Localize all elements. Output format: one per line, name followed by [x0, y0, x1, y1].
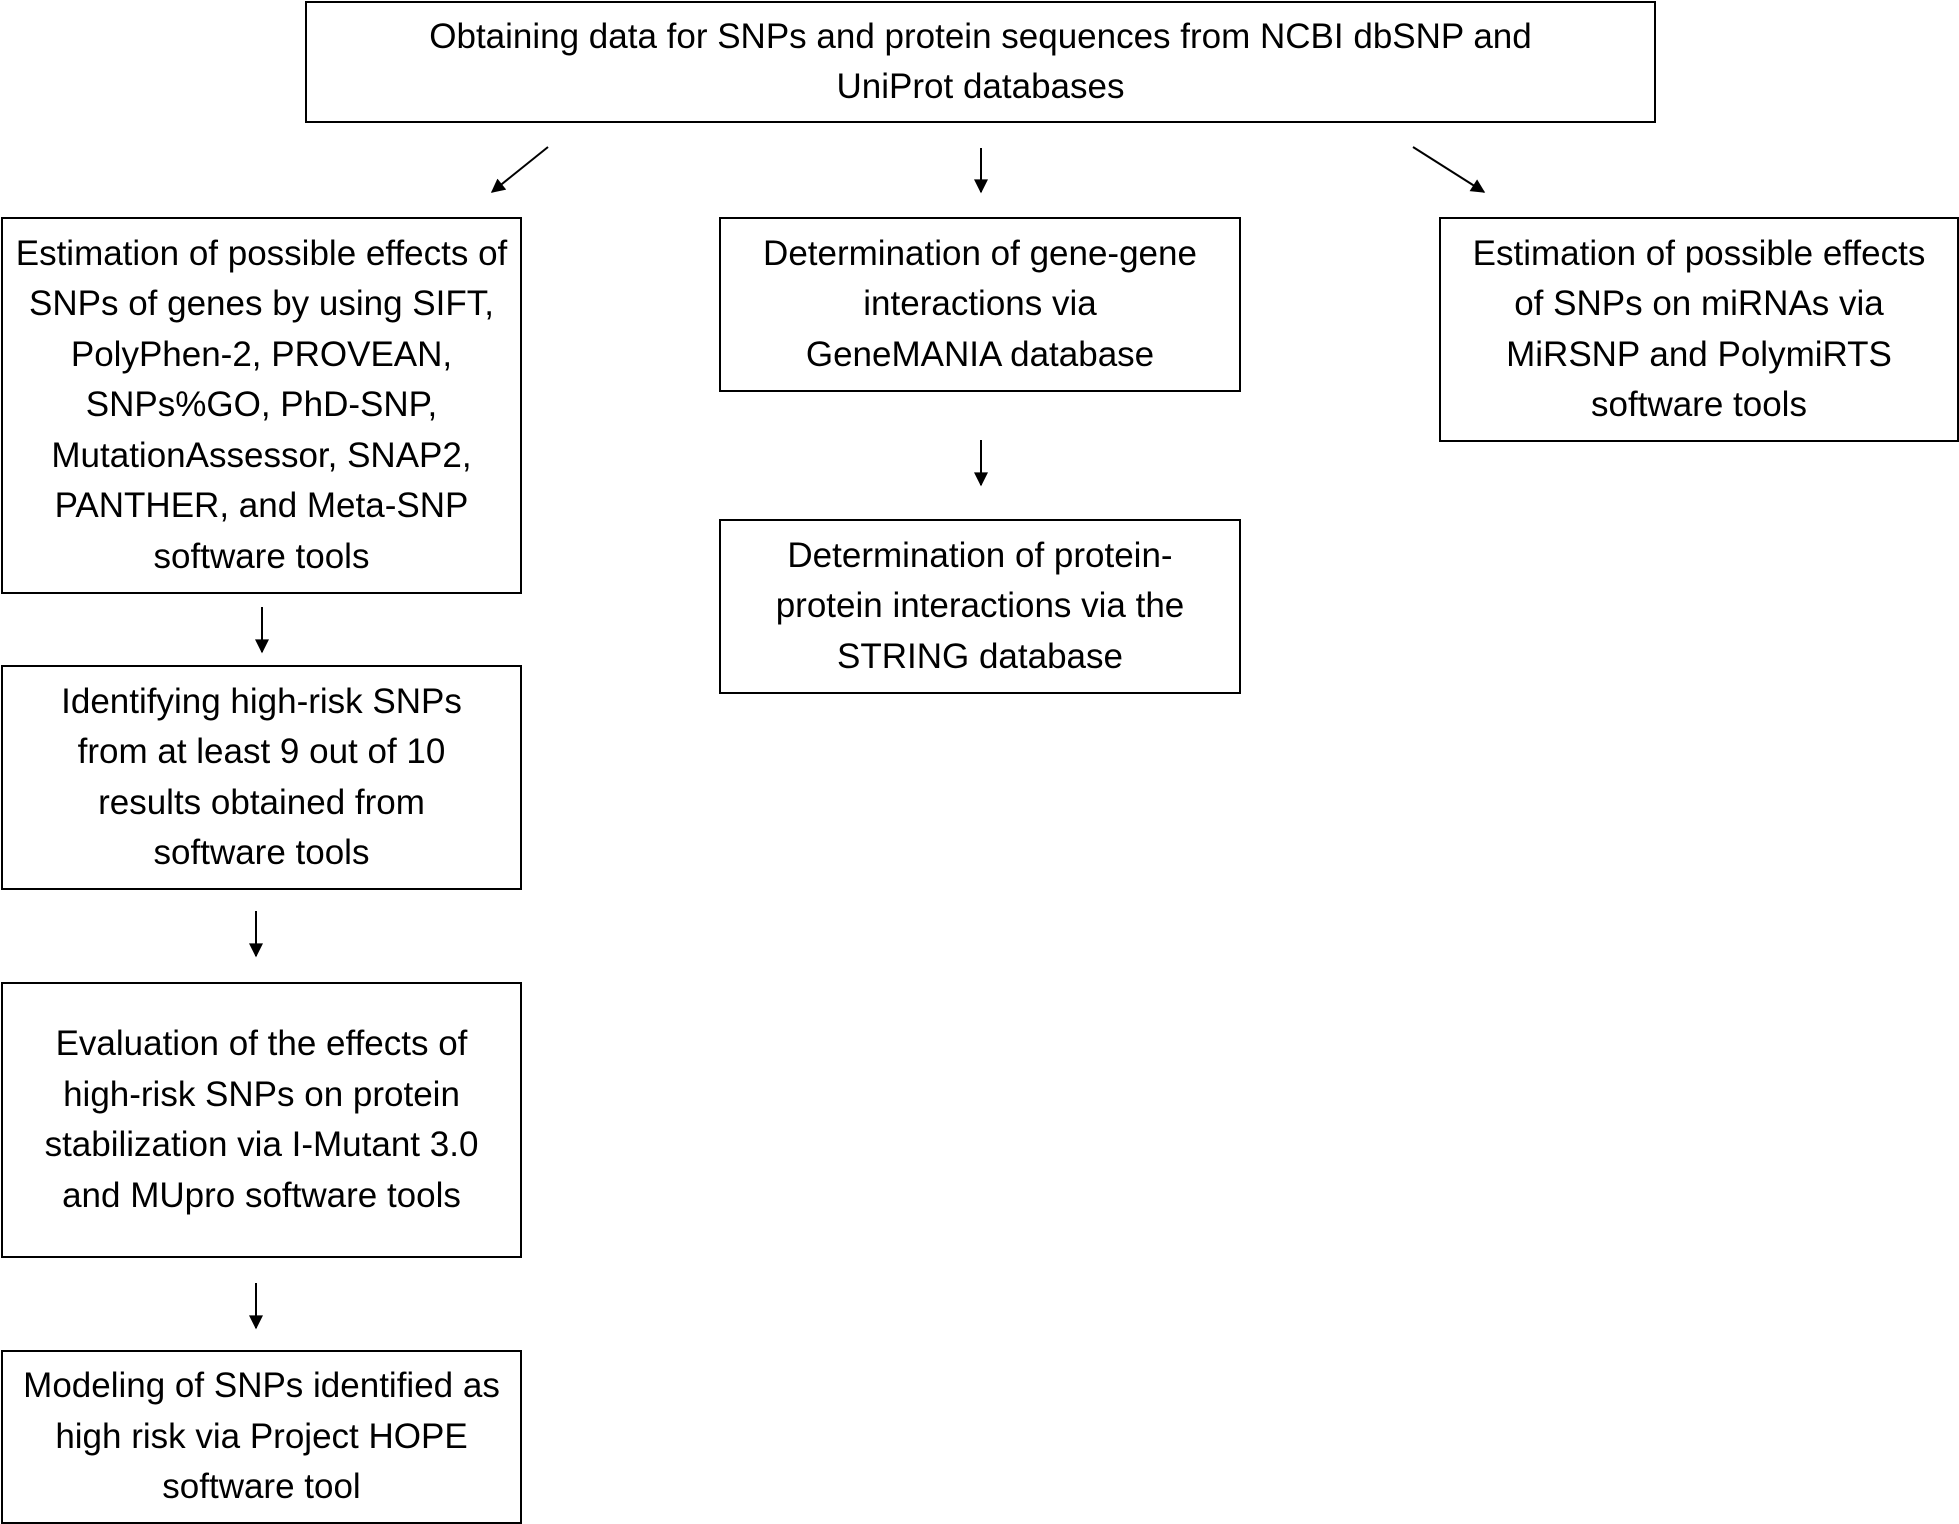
box-obtaining-data: Obtaining data for SNPs and protein sequ…: [305, 1, 1656, 123]
box-evaluation-stabilization: Evaluation of the effects of high-risk S…: [1, 982, 522, 1258]
box-identifying-high-risk-text: Identifying high-risk SNPs from at least…: [61, 681, 462, 873]
arrow-top-to-mirna: [1412, 146, 1486, 193]
box-gene-gene-interactions-text: Determination of gene-gene interactions …: [763, 233, 1197, 374]
box-protein-protein-interactions-text: Determination of protein-protein interac…: [775, 535, 1185, 676]
box-estimation-gene-effects-text: Estimation of possible effects of SNPs o…: [15, 233, 508, 576]
arrow-top-to-gene-effects: [490, 146, 549, 193]
box-modeling-snps: Modeling of SNPs identified as high risk…: [1, 1350, 522, 1524]
box-identifying-high-risk: Identifying high-risk SNPs from at least…: [1, 665, 522, 890]
box-evaluation-stabilization-text: Evaluation of the effects of high-risk S…: [44, 1024, 479, 1215]
box-gene-gene-interactions: Determination of gene-gene interactions …: [719, 217, 1241, 392]
box-estimation-mirna-effects: Estimation of possible effects of SNPs o…: [1439, 217, 1959, 442]
box-obtaining-data-text: Obtaining data for SNPs and protein sequ…: [429, 16, 1532, 107]
box-protein-protein-interactions: Determination of protein-protein interac…: [719, 519, 1241, 694]
box-modeling-snps-text: Modeling of SNPs identified as high risk…: [23, 1366, 500, 1507]
box-estimation-gene-effects: Estimation of possible effects of SNPs o…: [1, 217, 522, 594]
box-estimation-mirna-effects-text: Estimation of possible effects of SNPs o…: [1472, 233, 1926, 425]
